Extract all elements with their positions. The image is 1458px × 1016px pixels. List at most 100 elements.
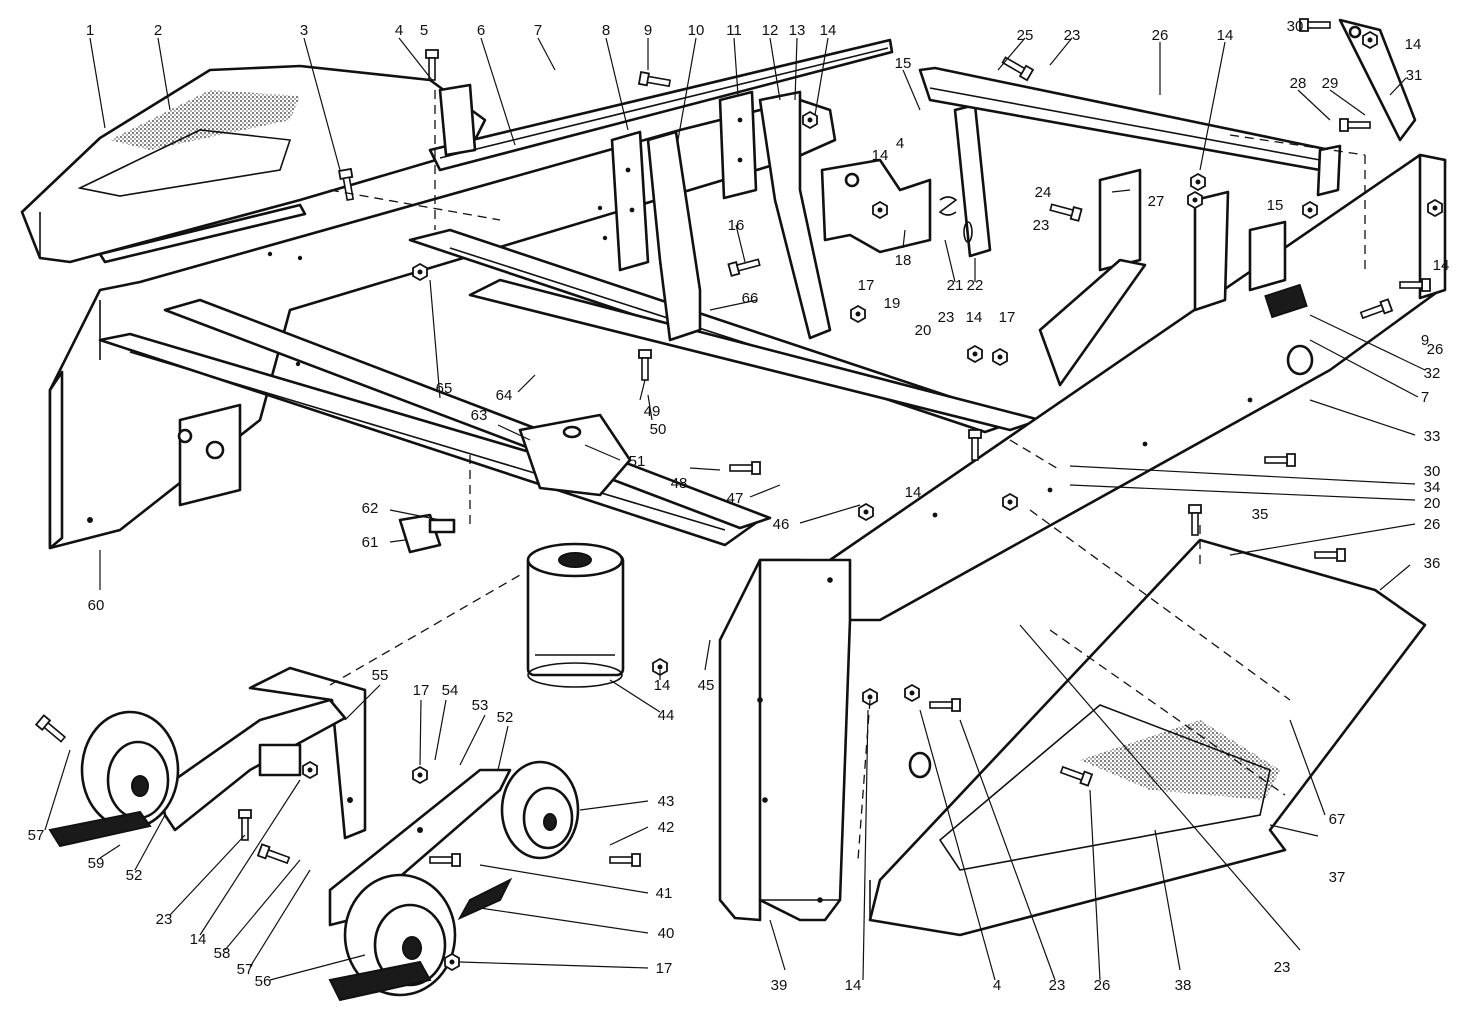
callout-57-left: 57	[28, 827, 45, 844]
callout-60: 60	[88, 597, 105, 614]
link-arm	[1338, 18, 1417, 142]
callout-23-mid: 23	[1033, 217, 1050, 234]
callout-41: 41	[656, 885, 673, 902]
callout-42: 42	[658, 819, 675, 836]
callout-46: 46	[773, 516, 790, 533]
filter-adapter	[398, 413, 632, 554]
callout-7-top: 7	[534, 22, 542, 39]
callout-15-top: 15	[895, 55, 912, 72]
callout-52-left: 52	[126, 867, 143, 884]
callout-17-top: 17	[858, 277, 875, 294]
callout-14-right: 14	[1433, 257, 1450, 274]
pulley-59	[48, 710, 180, 848]
callout-9-top: 9	[644, 22, 652, 39]
callout-15-right: 15	[1267, 197, 1284, 214]
callout-4-mid: 4	[896, 135, 904, 152]
callout-63: 63	[471, 407, 488, 424]
callout-23-top: 23	[1064, 27, 1081, 44]
callout-17-center: 17	[999, 309, 1016, 326]
callout-43: 43	[658, 793, 675, 810]
callout-14-topright: 14	[1405, 36, 1422, 53]
callout-39: 39	[771, 977, 788, 994]
callout-4-bottom: 4	[993, 977, 1001, 994]
callout-13: 13	[789, 22, 806, 39]
callout-22: 22	[967, 277, 984, 294]
callout-26-right: 26	[1427, 341, 1444, 358]
callout-45: 45	[698, 677, 715, 694]
right-frame-panel	[828, 153, 1447, 622]
callout-9-right: 9	[1421, 332, 1429, 349]
callout-20-right: 20	[1424, 495, 1441, 512]
callout-1: 1	[86, 22, 94, 39]
callout-5: 5	[420, 22, 428, 39]
callout-17-idler: 17	[413, 682, 430, 699]
callout-26-bottom: 26	[1094, 977, 1111, 994]
leader-lines	[44, 37, 1426, 981]
callout-23-plate: 23	[1274, 959, 1291, 976]
callout-58: 58	[214, 945, 231, 962]
callout-19: 19	[884, 295, 901, 312]
callout-14-top: 14	[820, 22, 837, 39]
pulley-43	[500, 760, 580, 860]
callout-61: 61	[362, 534, 379, 551]
callout-52-top: 52	[497, 709, 514, 726]
callout-23-bottom: 23	[1049, 977, 1066, 994]
pulley-56	[328, 873, 513, 1002]
callout-38: 38	[1175, 977, 1192, 994]
callout-14-filter: 14	[654, 677, 671, 694]
callout-12: 12	[762, 22, 779, 39]
callout-65: 65	[436, 380, 453, 397]
alignment-lines	[329, 90, 1366, 861]
idler-bracket	[158, 666, 512, 927]
callout-25: 25	[1017, 27, 1034, 44]
callout-18: 18	[895, 252, 912, 269]
bracket-18	[820, 103, 992, 258]
callout-3: 3	[300, 22, 308, 39]
callout-51: 51	[629, 453, 646, 470]
callout-40: 40	[658, 925, 675, 942]
callout-14-center: 14	[966, 309, 983, 326]
callout-6: 6	[477, 22, 485, 39]
top-shield	[20, 64, 487, 264]
callout-57-mid: 57	[237, 961, 254, 978]
callout-27: 27	[1148, 193, 1165, 210]
callout-14-bottom: 14	[845, 977, 862, 994]
callout-35: 35	[1252, 506, 1269, 523]
callout-30-top: 30	[1287, 18, 1304, 35]
callout-14-plate: 14	[905, 484, 922, 501]
bottom-plate	[868, 538, 1427, 937]
oil-filter	[526, 542, 625, 688]
callout-48: 48	[671, 475, 688, 492]
callout-33: 33	[1424, 428, 1441, 445]
callout-67: 67	[1329, 811, 1346, 828]
callout-54: 54	[442, 682, 459, 699]
callout-47: 47	[727, 490, 744, 507]
callout-14-idler: 14	[190, 931, 207, 948]
callout-50: 50	[650, 421, 667, 438]
right-rail	[918, 66, 1342, 197]
callout-66: 66	[742, 290, 759, 307]
callout-23-idler: 23	[156, 911, 173, 928]
callout-55: 55	[372, 667, 389, 684]
upright-brackets	[610, 90, 832, 342]
callout-11: 11	[726, 22, 742, 39]
callout-49: 49	[644, 403, 661, 420]
callout-10: 10	[688, 22, 705, 39]
callout-31: 31	[1406, 67, 1423, 84]
callout-29: 29	[1322, 75, 1339, 92]
callout-16: 16	[728, 217, 745, 234]
callout-30-right: 30	[1424, 463, 1441, 480]
callout-4-top: 4	[395, 22, 403, 39]
callout-14-bracket: 14	[872, 147, 889, 164]
callout-64: 64	[496, 387, 513, 404]
callout-23-center: 23	[938, 309, 955, 326]
callout-labels: 1 2 3 4 5 6 7 8 9 10 11 12 13 14 15 4 14…	[28, 18, 1450, 994]
callout-21: 21	[947, 277, 964, 294]
callout-62: 62	[362, 500, 379, 517]
callout-34: 34	[1424, 479, 1441, 496]
callout-7-right: 7	[1421, 389, 1429, 406]
callout-56: 56	[255, 973, 272, 990]
callout-28: 28	[1290, 75, 1307, 92]
callout-8: 8	[602, 22, 610, 39]
